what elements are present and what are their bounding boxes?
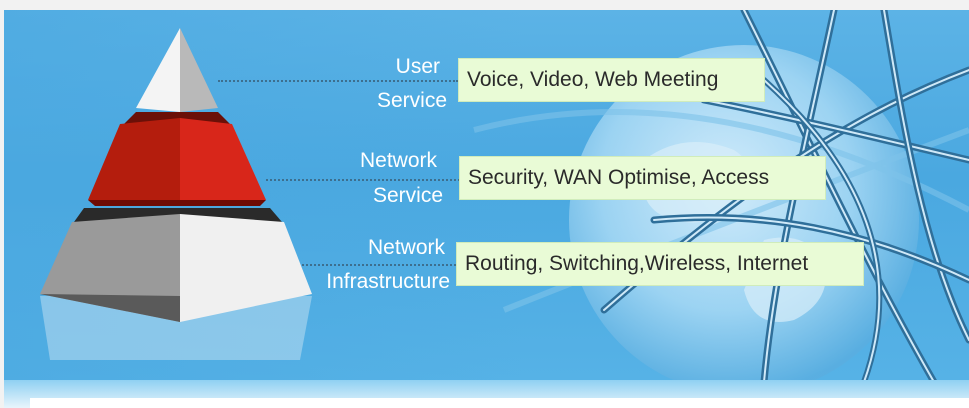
service-box-network-service: Security, WAN Optimise, Access [459, 156, 826, 200]
pyramid-top-tier-left [136, 28, 180, 112]
pyramid-middle-tier-right [180, 118, 266, 200]
layer-label-user: User [395, 55, 440, 78]
layer-label-service: Service [376, 89, 447, 112]
pyramid-bottom-tier-right [180, 214, 312, 322]
layer-label-network: Network [359, 149, 437, 172]
layer-label-network: Network [367, 236, 445, 259]
pyramid-reflection [40, 296, 312, 360]
service-box-network-infrastructure: Routing, Switching,Wireless, Internet [456, 242, 864, 286]
bottom-white-strip [30, 398, 969, 408]
pyramid-middle-tier-left [88, 118, 180, 200]
layer-label-infrastructure: Infrastructure [326, 270, 450, 293]
connector-line-user-service [218, 80, 458, 82]
connector-line-network-infrastructure [302, 264, 456, 266]
layer-label-service: Service [372, 184, 443, 207]
connector-line-network-service [266, 179, 460, 181]
pyramid-top-tier-right [180, 28, 218, 112]
service-box-user: Voice, Video, Web Meeting [458, 58, 765, 102]
